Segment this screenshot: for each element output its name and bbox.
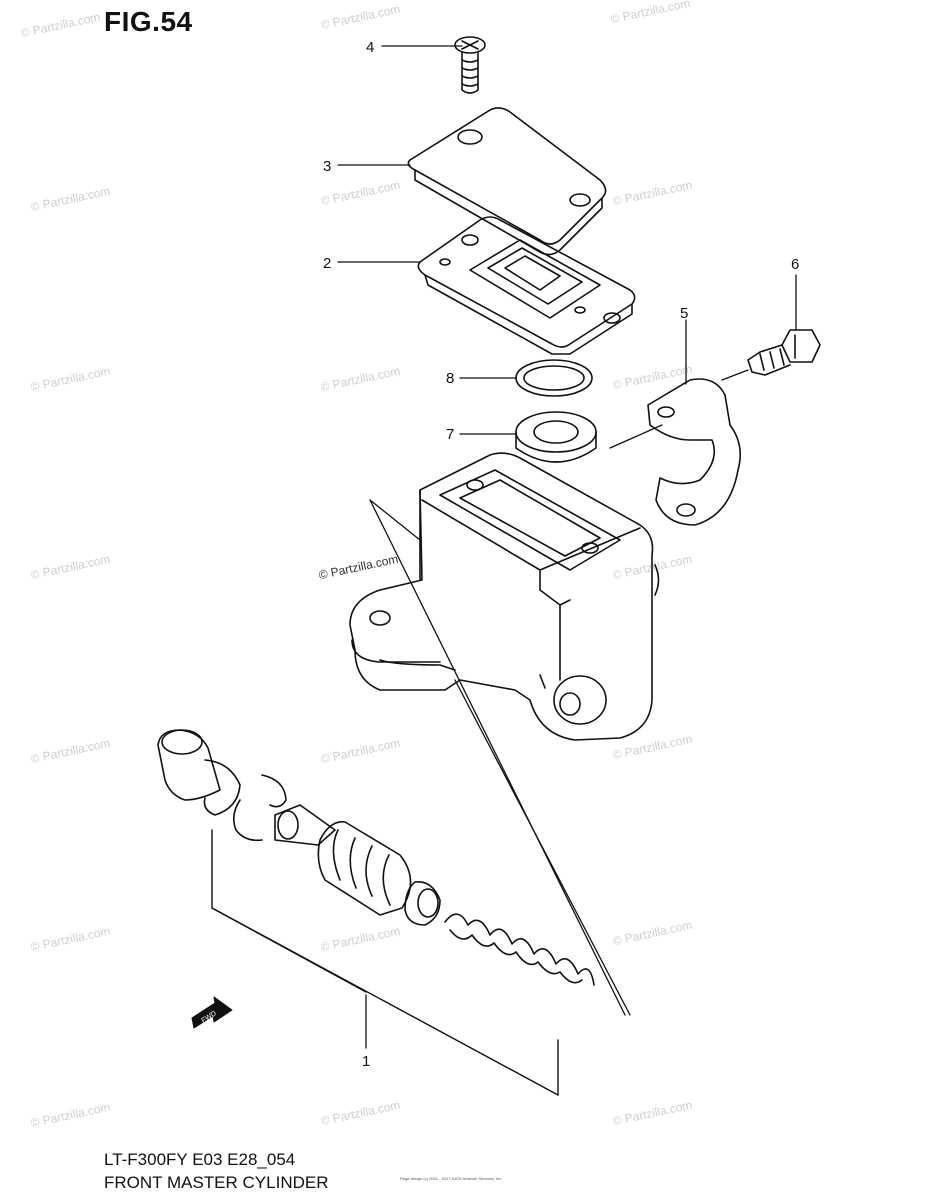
callout-2: 2	[323, 255, 331, 272]
reservoir-boot-drawing	[515, 411, 597, 463]
fwd-arrow-icon: FWD	[191, 996, 233, 1029]
reservoir-cap-drawing	[407, 107, 607, 256]
callout-5: 5	[680, 305, 688, 322]
master-cylinder-body-drawing	[349, 452, 660, 741]
callout-4: 4	[366, 39, 374, 56]
o-ring-drawing	[515, 359, 593, 397]
reservoir-diaphragm-drawing	[417, 216, 636, 355]
piston-kit-drawing	[157, 729, 595, 986]
callout-7: 7	[446, 426, 454, 443]
callout-6: 6	[791, 256, 799, 273]
cap-screw-drawing	[454, 36, 486, 94]
clamp-bolt-drawing	[747, 329, 821, 376]
footer-credit: Page design (c) 2001 - 2017 DATA Network…	[400, 1176, 503, 1181]
footer-diagram-name: FRONT MASTER CYLINDER	[104, 1173, 329, 1192]
mounting-clamp-drawing	[647, 378, 741, 526]
kit-bracket	[211, 829, 559, 1096]
callout-8: 8	[446, 370, 454, 387]
figure-title: FIG.54	[104, 6, 193, 37]
callout-numbers: 1 2 3 4 5 6 7 8	[323, 39, 799, 1070]
footer-diagram-code: LT-F300FY E03 E28_054	[104, 1150, 296, 1169]
leader-lines	[337, 45, 797, 1049]
callout-1: 1	[362, 1053, 370, 1070]
callout-3: 3	[323, 158, 331, 175]
